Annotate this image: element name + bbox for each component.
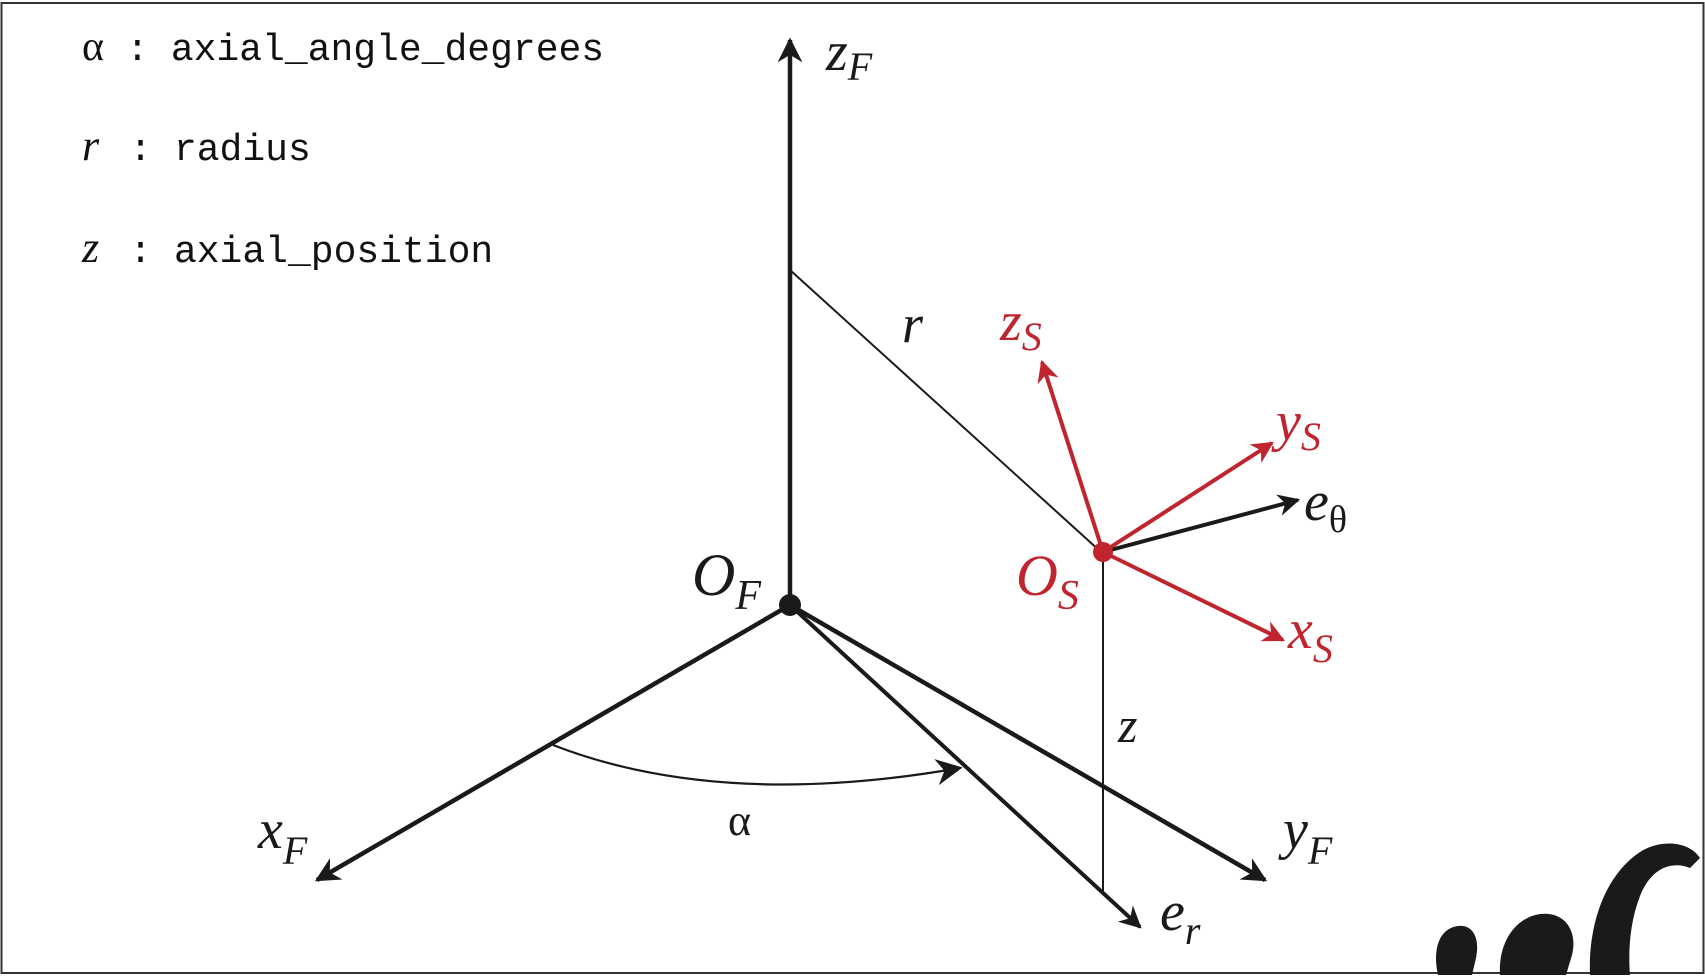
- origin-f-point: [779, 594, 801, 616]
- x-f-label: xF: [257, 799, 308, 873]
- origin-s-point: [1093, 542, 1113, 562]
- logo-mark: [1436, 843, 1700, 975]
- e-theta-label: eθ: [1304, 471, 1347, 541]
- z-label: z: [1117, 697, 1137, 753]
- y-f-label: yF: [1278, 799, 1333, 873]
- legend-alpha-row: α:axial_angle_degrees: [82, 24, 604, 72]
- r-label: r: [902, 294, 924, 354]
- alpha-arc-arrow: [552, 743, 963, 786]
- y-f-axis-arrow: [788, 603, 1268, 882]
- radius-line: [789, 269, 1102, 553]
- y-s-axis-arrow: [1101, 441, 1274, 554]
- origin-s-label: OS: [1016, 543, 1079, 619]
- alpha-label: α: [728, 796, 751, 845]
- x-s-label: xS: [1287, 599, 1333, 671]
- z-f-label: zF: [825, 21, 873, 89]
- x-s-axis-arrow: [1102, 550, 1285, 642]
- z-s-axis-arrow: [1037, 359, 1105, 553]
- legend-z-row: z:axial_position: [81, 223, 493, 274]
- e-theta-arrow: [1102, 494, 1301, 554]
- y-s-label: yS: [1271, 391, 1321, 459]
- z-s-label: zS: [999, 291, 1042, 359]
- x-f-axis-arrow: [314, 603, 792, 882]
- e-r-arrow: [788, 603, 1142, 929]
- origin-f-label: OF: [692, 542, 761, 619]
- legend-r-row: r:radius: [82, 121, 311, 172]
- e-r-label: er: [1160, 881, 1201, 953]
- legend: α:axial_angle_degrees r:radius z:axial_p…: [81, 24, 604, 274]
